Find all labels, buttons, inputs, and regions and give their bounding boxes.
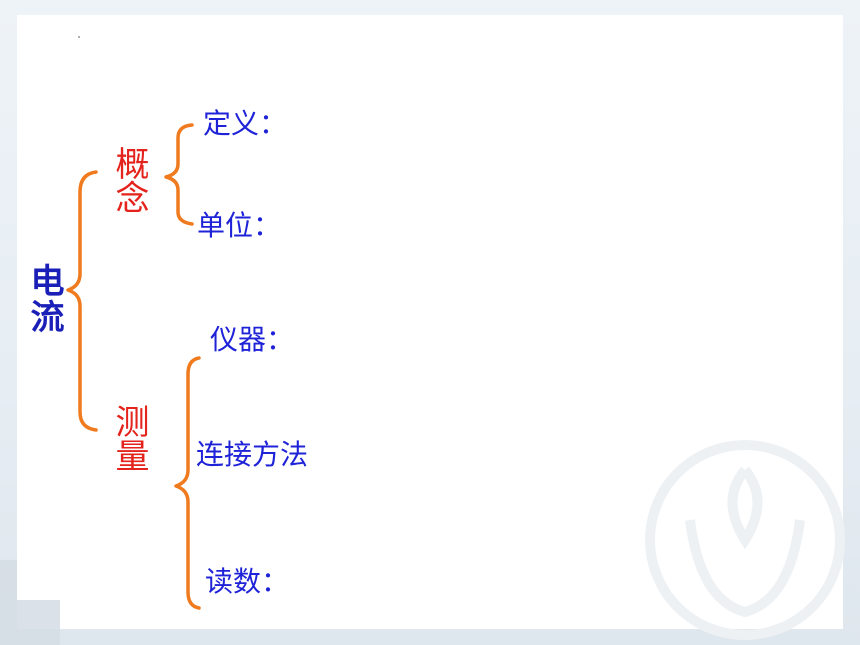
item-instrument: 仪器： <box>210 323 295 356</box>
item-unit: 单位： <box>197 209 282 242</box>
hands-leaf-watermark-icon <box>645 440 845 640</box>
stray-dot <box>78 36 80 38</box>
slide-canvas <box>17 15 843 629</box>
branch-measure-label: 测量 <box>109 404 149 472</box>
item-definition: 定义： <box>203 107 288 140</box>
root-bracket <box>66 170 98 432</box>
measure-bracket <box>174 356 201 610</box>
root-node-label: 电流 <box>24 263 64 335</box>
concept-bracket <box>164 123 194 226</box>
item-connection-method: 连接方法 <box>196 438 309 471</box>
branch-concept-label: 概念 <box>109 146 149 214</box>
skyline-decoration <box>0 560 60 645</box>
item-reading: 读数： <box>205 565 290 598</box>
